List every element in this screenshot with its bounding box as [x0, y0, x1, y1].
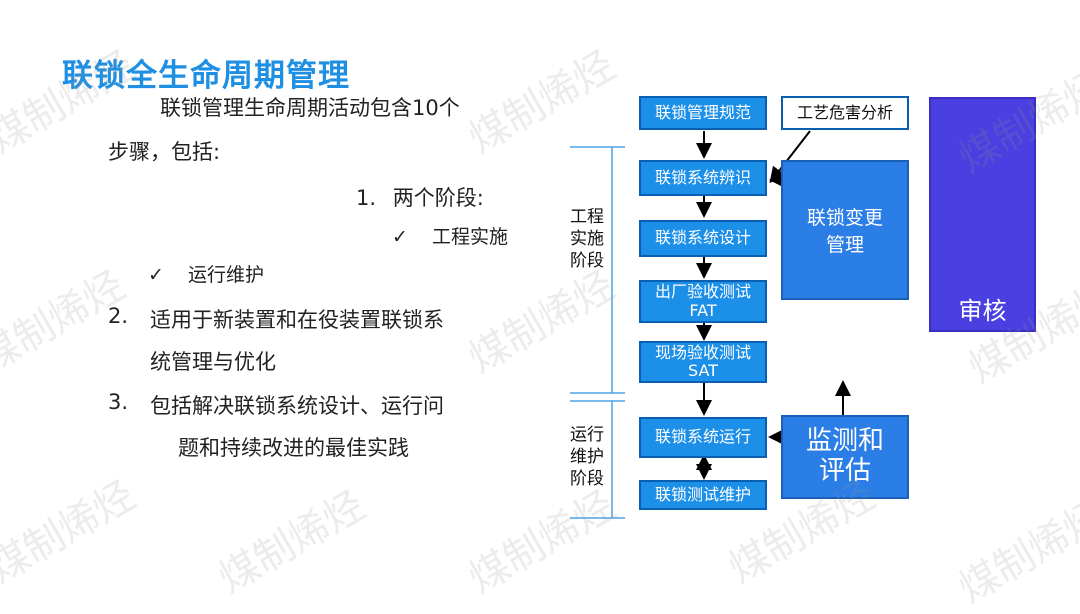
box-monitor-evaluate: 监测和 评估 — [781, 415, 909, 499]
check-icon: ✓ — [148, 264, 164, 286]
sub-item-1: ✓ 工程实施 — [392, 222, 508, 249]
phase-1-line-3: 阶段 — [570, 251, 604, 272]
item-2-line-2: 统管理与优化 — [150, 350, 276, 374]
phase-1-line-2: 实施 — [570, 229, 604, 250]
phase-2-line-3: 阶段 — [570, 469, 604, 490]
sub-item-1-text: 工程实施 — [431, 226, 508, 248]
box-sat-line-1: 现场验收测试 — [654, 342, 751, 362]
box-fat-line-1: 出厂验收测试 — [654, 282, 751, 302]
item-3-line-1: 包括解决联锁系统设计、运行问 — [150, 394, 444, 418]
phase-2-line-1: 运行 — [570, 425, 604, 445]
box-fat-line-2: FAT — [689, 300, 717, 320]
box-system-design: 联锁系统设计 — [639, 220, 767, 257]
box-change-line-1: 联锁变更 — [806, 207, 883, 229]
phase-label-operation: 运行 维护 阶段 — [567, 424, 607, 490]
sub-item-2: ✓ 运行维护 — [148, 260, 264, 287]
phase-label-engineering: 工程 实施 阶段 — [567, 206, 607, 272]
item-1-text: 两个阶段: — [392, 186, 484, 210]
intro-line-1: 联锁管理生命周期活动包含10个 — [160, 96, 460, 120]
sub-item-2-text: 运行维护 — [187, 264, 264, 286]
box-audit: 审核 — [929, 97, 1036, 332]
box-sat-line-2: SAT — [688, 361, 718, 380]
item-3-number: 3. — [108, 390, 129, 414]
box-test-maintenance: 联锁测试维护 — [639, 480, 767, 510]
item-3-line-2: 题和持续改进的最佳实践 — [178, 436, 409, 460]
box-system-run: 联锁系统运行 — [639, 417, 767, 458]
check-icon: ✓ — [392, 226, 408, 248]
box-change-line-2: 管理 — [825, 234, 864, 256]
box-system-identify: 联锁系统辨识 — [639, 160, 767, 196]
phase-1-line-1: 工程 — [570, 207, 604, 227]
intro-line-2: 步骤，包括: — [108, 140, 221, 164]
box-change-management: 联锁变更 管理 — [781, 160, 909, 300]
box-process-hazard: 工艺危害分析 — [781, 96, 909, 130]
box-sat: 现场验收测试 SAT — [639, 341, 767, 383]
item-1: 1. 两个阶段: — [356, 182, 484, 212]
box-interlock-spec: 联锁管理规范 — [639, 96, 767, 130]
box-fat: 出厂验收测试 FAT — [639, 280, 767, 323]
item-2-number: 2. — [108, 304, 129, 328]
phase-2-line-2: 维护 — [570, 447, 604, 468]
item-2-line-1: 适用于新装置和在役装置联锁系 — [150, 308, 444, 332]
page-title: 联锁全生命周期管理 — [62, 58, 350, 94]
box-monitor-line-2: 评估 — [818, 456, 871, 486]
item-1-number: 1. — [356, 186, 377, 210]
box-monitor-line-1: 监测和 — [805, 426, 884, 457]
